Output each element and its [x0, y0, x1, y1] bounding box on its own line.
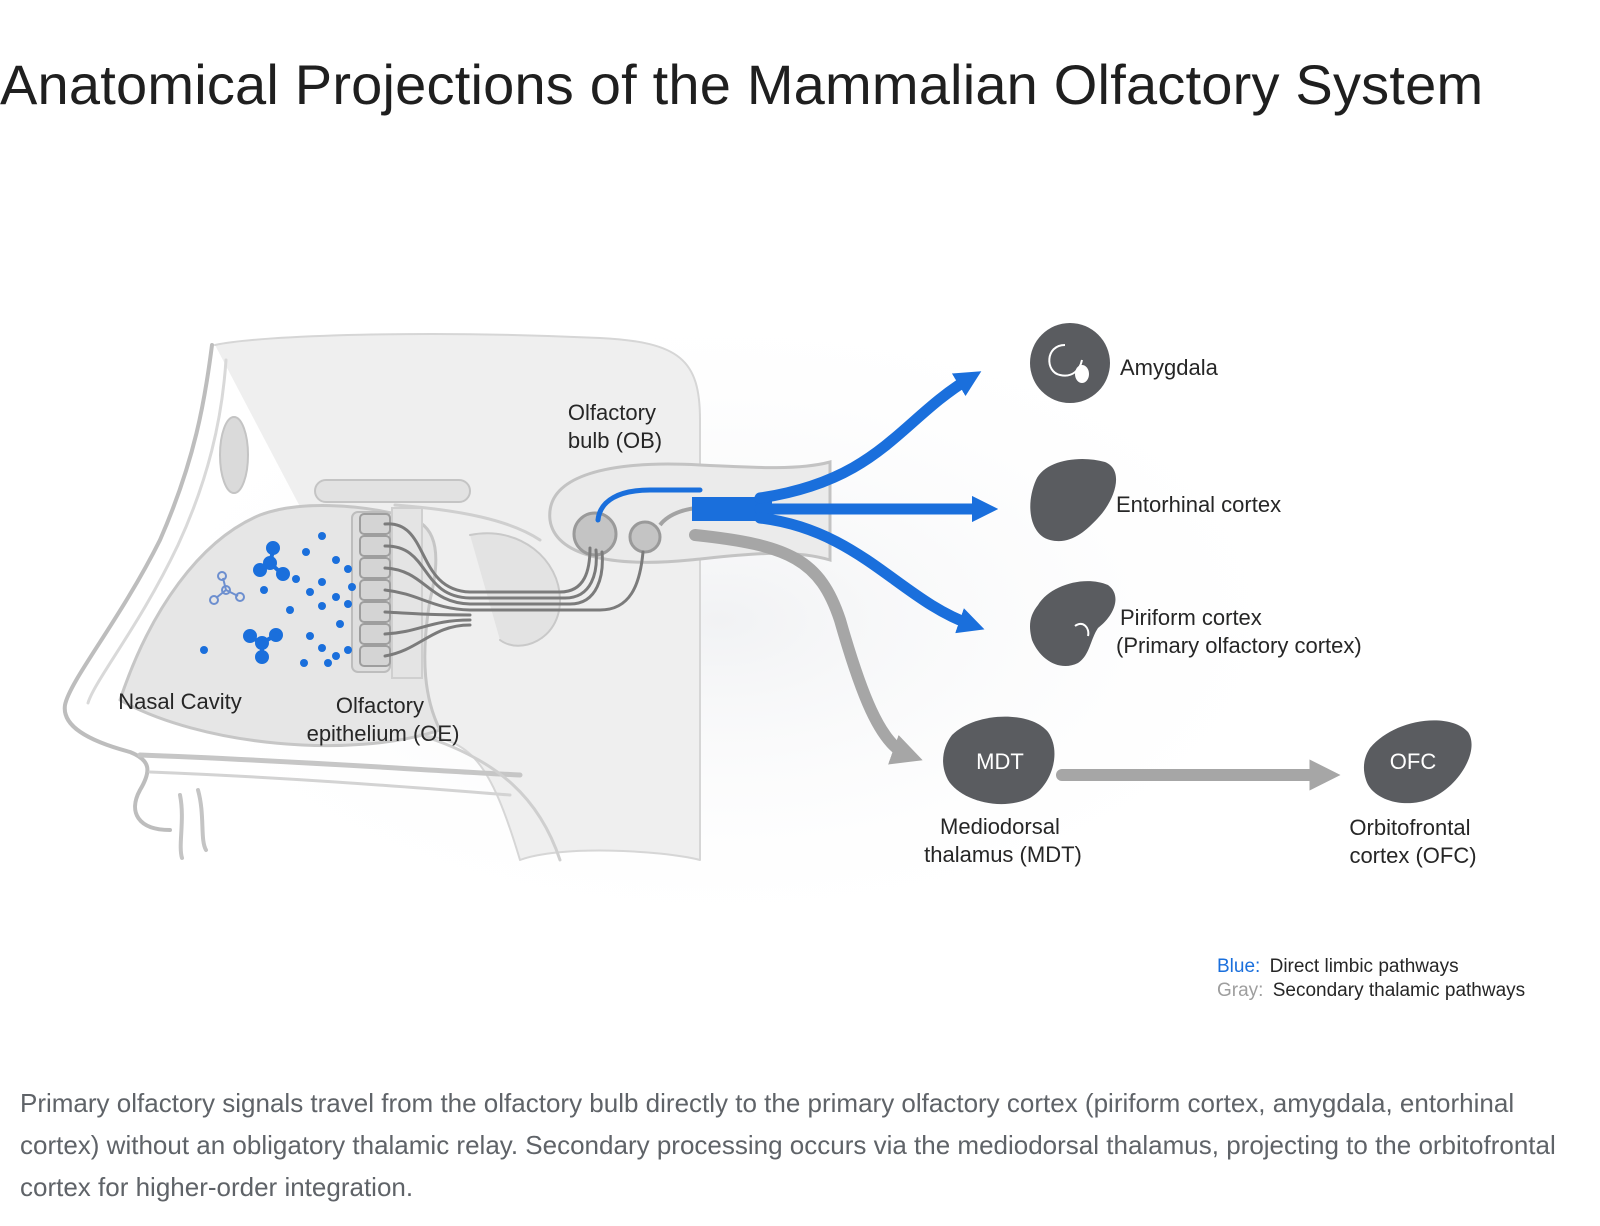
legend-blue-text: Direct limbic pathways — [1270, 956, 1459, 977]
mdt-short-label: MDT — [976, 749, 1024, 774]
mdt-label: Mediodorsal thalamus (MDT) — [924, 814, 1082, 867]
olfactory-bulb-label-line2: bulb (OB) — [568, 428, 662, 453]
piriform-label-line1: Piriform cortex — [1120, 605, 1262, 630]
pathway-to-piriform — [754, 512, 985, 634]
direct-pathways — [595, 371, 999, 634]
olfactory-diagram: MDT OFC Olfactory bulb (OB) Nasal Cavity… — [62, 300, 1525, 1001]
olfactory-epithelium-label-line1: Olfactory — [336, 693, 424, 718]
palate — [137, 752, 523, 778]
mitral-cell — [628, 520, 662, 554]
figure-caption: Primary olfactory signals travel from th… — [20, 1088, 1556, 1202]
mdt-label-line1: Mediodorsal — [940, 814, 1060, 839]
olfactory-bulb — [548, 460, 832, 564]
sinus — [219, 416, 249, 494]
odorant-molecules — [200, 532, 356, 667]
ofc-label-line2: cortex (OFC) — [1349, 843, 1476, 868]
secondary-pathways — [689, 529, 1341, 791]
legend: Blue: Direct limbic pathways Gray: Secon… — [1217, 956, 1525, 1001]
molecule-icon — [243, 628, 283, 664]
pathway-ob-to-mdt — [689, 529, 923, 765]
ofc-label: Orbitofrontal cortex (OFC) — [1349, 815, 1476, 868]
olfactory-bulb-label-line1: Olfactory — [568, 400, 656, 425]
nose-profile — [62, 343, 214, 832]
mdt-label-line2: thalamus (MDT) — [924, 842, 1082, 867]
ofc-label-line1: Orbitofrontal — [1349, 815, 1470, 840]
entorhinal-label: Entorhinal cortex — [1116, 492, 1281, 517]
olfactory-epithelium-label: Olfactory epithelium (OE) — [307, 693, 460, 746]
olfactory-nerve-fibres — [383, 522, 645, 658]
teeth — [178, 788, 208, 860]
piriform-icon — [1074, 622, 1090, 637]
piriform-label-line2: (Primary olfactory cortex) — [1116, 633, 1362, 658]
region-mdt — [943, 716, 1055, 805]
legend-blue: Blue: Direct limbic pathways — [1217, 956, 1459, 977]
region-amygdala — [1030, 323, 1110, 403]
olfactory-epithelium-label-line2: epithelium (OE) — [307, 721, 460, 746]
pathway-to-amygdala — [754, 371, 982, 504]
region-piriform — [1030, 581, 1116, 667]
amygdala-label: Amygdala — [1120, 355, 1219, 380]
nasal-cavity-label: Nasal Cavity — [118, 689, 241, 714]
legend-gray-text: Secondary thalamic pathways — [1273, 980, 1525, 1001]
region-entorhinal — [1030, 459, 1117, 542]
legend-blue-key: Blue: — [1217, 956, 1260, 977]
region-ofc — [1363, 720, 1472, 804]
page-title: Anatomical Projections of the Mammalian … — [0, 53, 1484, 116]
cribriform-bar — [314, 479, 471, 503]
legend-gray: Gray: Secondary thalamic pathways — [1217, 980, 1525, 1001]
molecule-outline-icon — [209, 571, 245, 605]
glomerulus — [572, 511, 618, 557]
legend-gray-key: Gray: — [1217, 980, 1263, 1001]
molecule-icon — [253, 541, 290, 581]
ofc-short-label: OFC — [1390, 749, 1437, 774]
piriform-label: Piriform cortex (Primary olfactory corte… — [1116, 605, 1362, 658]
olfactory-bulb-label: Olfactory bulb (OB) — [568, 400, 662, 453]
